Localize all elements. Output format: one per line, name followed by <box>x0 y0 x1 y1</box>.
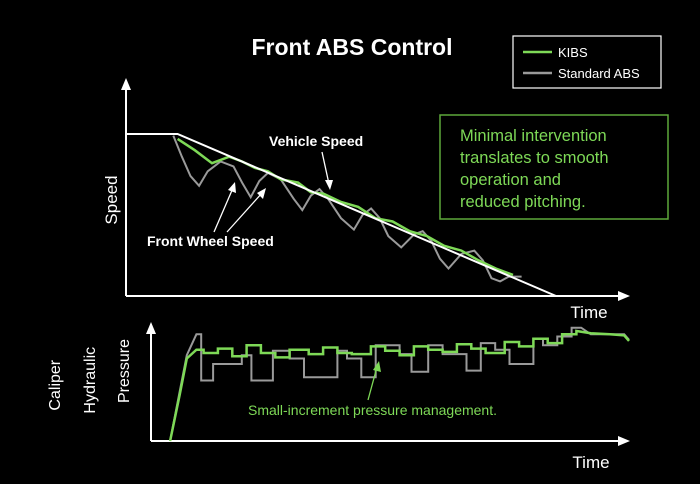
standard-abs-pressure-line <box>169 326 630 442</box>
speed-x-arrow <box>618 291 630 301</box>
vehicle-speed-line <box>126 133 557 297</box>
speed-axes <box>121 78 630 301</box>
pressure-y-label-line-3: Pressure <box>116 339 133 403</box>
kibs-pressure-line <box>168 329 630 442</box>
callout-line-3: operation and <box>460 171 561 189</box>
pressure-x-label: Time <box>572 453 609 472</box>
vehicle-speed-label: Vehicle Speed <box>269 133 363 149</box>
legend-label-kibs: KIBS <box>558 45 588 60</box>
front-wheel-speed-pointers <box>213 182 266 233</box>
vehicle-speed-pointer <box>321 151 333 190</box>
front-wheel-speed-label: Front Wheel Speed <box>147 233 274 249</box>
pressure-annotation-pointer <box>367 361 381 401</box>
pressure-series <box>168 326 630 442</box>
pressure-y-arrow <box>146 322 156 334</box>
legend: KIBS Standard ABS <box>512 35 662 89</box>
standard-abs-wheel-speed-line <box>172 135 522 283</box>
pressure-y-label: Caliper Hydraulic Pressure <box>47 339 133 414</box>
pressure-annotation: Small-increment pressure management. <box>248 402 497 418</box>
pressure-y-label-line-1: Caliper <box>47 359 64 410</box>
chart-title: Front ABS Control <box>251 34 452 60</box>
speed-series <box>126 133 557 297</box>
speed-x-label: Time <box>570 303 607 322</box>
callout-line-4: reduced pitching. <box>460 193 586 211</box>
legend-box <box>512 35 662 89</box>
pressure-axes <box>146 322 630 446</box>
speed-y-arrow <box>121 78 131 90</box>
callout-box <box>439 114 669 220</box>
speed-y-label: Speed <box>102 175 121 224</box>
legend-label-standard: Standard ABS <box>558 66 640 81</box>
callout-line-1: Minimal intervention <box>460 127 607 145</box>
pressure-x-arrow <box>618 436 630 446</box>
callout: Minimal intervention translates to smoot… <box>439 114 669 220</box>
pressure-y-label-line-2: Hydraulic <box>82 347 99 414</box>
callout-line-2: translates to smooth <box>460 149 609 167</box>
